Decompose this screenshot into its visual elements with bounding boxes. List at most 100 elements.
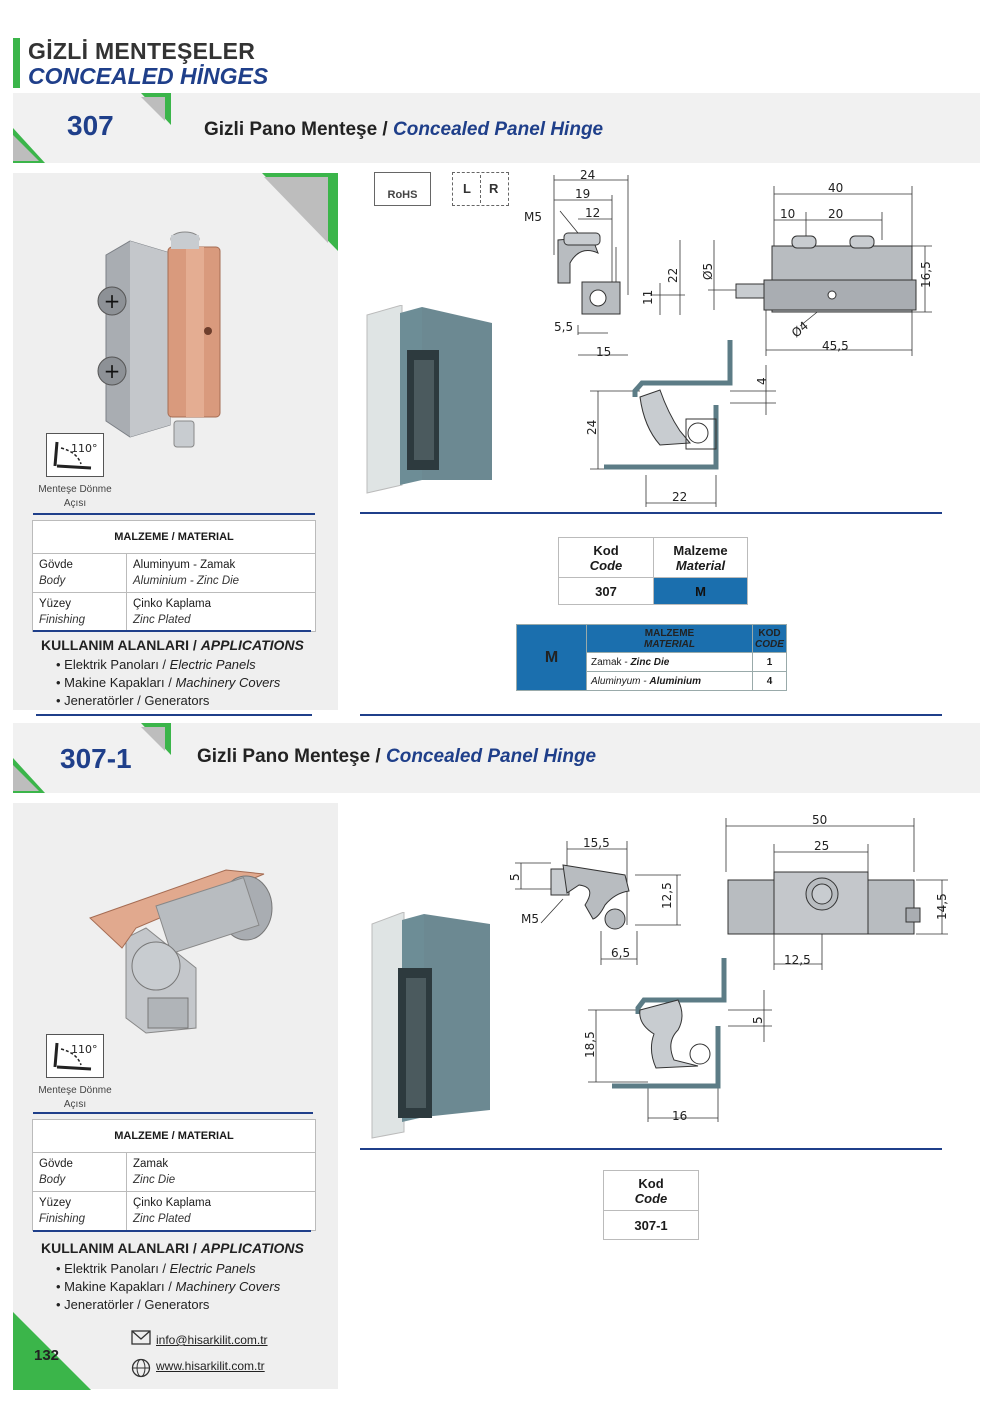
applications-title-en: APPLICATIONS [200, 1240, 304, 1256]
technical-drawing-side: 24 19 12 M5 22 11 5,5 15 [524, 168, 685, 359]
material-value: Çinko Kaplama [133, 1197, 211, 1209]
material-label-en: Finishing [39, 614, 86, 626]
dimension-label: Ø5 [701, 263, 715, 280]
dimension-label: 5 [508, 873, 522, 881]
installation-illustration [366, 305, 492, 494]
divider [360, 512, 942, 514]
material-table-header: MALZEME / MATERIAL [32, 520, 316, 554]
application-en: Generators [144, 693, 210, 708]
code-header: Kod [593, 542, 619, 558]
dimension-label: 11 [641, 290, 655, 305]
divider [33, 630, 311, 632]
dimension-label: 12,5 [784, 953, 811, 967]
installation-illustration [371, 912, 490, 1139]
dimension-label: 24 [585, 420, 599, 435]
application-en: Machinery Covers [175, 675, 281, 690]
dimension-label: 15 [596, 345, 611, 359]
divider [360, 1148, 942, 1150]
globe-icon [131, 1358, 151, 1383]
right-label: R [489, 181, 499, 196]
technical-drawing-side: 15,5 5 12,5 M5 6,5 [508, 836, 681, 965]
corner-decoration [13, 93, 171, 163]
application-en: Machinery Covers [175, 1279, 281, 1294]
legend-material: Zamak - [591, 656, 628, 668]
application-en: Electric Panels [169, 1261, 256, 1276]
code-header-en: Code [634, 1190, 668, 1206]
corner-decoration [13, 723, 171, 793]
material-header-en: Material [675, 557, 726, 573]
product-title: Gizli Pano Menteşe / Concealed Panel Hin… [204, 119, 603, 141]
rohs-label: RoHS [387, 189, 418, 201]
applications-title: KULLANIM ALANLARI / APPLICATIONS [41, 637, 304, 653]
product-code-cell: 307 [558, 577, 654, 605]
legend-material-en: Zinc Die [630, 656, 670, 668]
dimension-label: 4 [755, 377, 769, 385]
dimension-label: 25 [814, 839, 829, 853]
technical-drawing-top: 50 25 14,5 12,5 [725, 813, 949, 970]
legend-material: Aluminyum - [591, 675, 647, 687]
dimension-label: 45,5 [822, 339, 849, 353]
website-link[interactable]: www.hisarkilit.com.tr [156, 1359, 265, 1373]
list-item: • Makine Kapakları / Machinery Covers [56, 1279, 281, 1294]
product-title-tr: Gizli Pano Menteşe / [197, 746, 381, 767]
legend-code: 4 [752, 671, 787, 691]
applications-title-en: APPLICATIONS [200, 637, 304, 653]
material-value-en: Zinc Plated [133, 1213, 191, 1225]
page-number: 132 [34, 1347, 60, 1364]
dimension-label: 22 [672, 490, 687, 504]
material-label: Yüzey [39, 598, 71, 610]
application-en: Generators [144, 1297, 210, 1312]
application-tr: Elektrik Panoları / [64, 1261, 167, 1276]
applications-list: • Elektrik Panoları / Electric Panels • … [56, 1260, 280, 1314]
application-tr: Elektrik Panoları / [64, 657, 167, 672]
email-link[interactable]: info@hisarkilit.com.tr [156, 1333, 268, 1347]
page-title-en: CONCEALED HİNGES [28, 63, 269, 89]
material-legend-key: M [516, 624, 587, 691]
material-value: Çinko Kaplama [133, 598, 211, 610]
table-row: 307 M [558, 577, 748, 605]
table-row: Aluminyum - Aluminium 4 [517, 671, 787, 691]
application-tr: Jeneratörler / [64, 693, 141, 708]
material-header: Malzeme [673, 542, 728, 558]
list-item: • Jeneratörler / Generators [56, 1297, 210, 1312]
dimension-label: 10 [780, 207, 795, 221]
divider [36, 714, 312, 716]
material-code-cell: M [653, 577, 748, 605]
list-item: • Jeneratörler / Generators [56, 693, 210, 708]
rotation-angle-caption: Menteşe Dönme Açısı [38, 1085, 112, 1110]
legend-header: MALZEME [644, 627, 695, 639]
dimension-label: 12 [585, 206, 600, 220]
dimension-label: 40 [828, 181, 843, 195]
applications-title-tr: KULLANIM ALANLARI / [41, 637, 197, 653]
left-label: L [463, 181, 471, 196]
mail-icon [131, 1328, 151, 1351]
material-label-en: Body [39, 1174, 66, 1186]
divider [33, 513, 315, 515]
dimension-label: 16 [672, 1109, 687, 1123]
rotation-angle-value: 110° [71, 442, 98, 455]
code-header: Kod [638, 1175, 664, 1191]
dimension-label: 50 [812, 813, 827, 827]
product-code: 307 [67, 110, 114, 141]
product-title-tr: Gizli Pano Menteşe / [204, 119, 388, 140]
code-header-en: Code [589, 557, 623, 573]
dimension-label: 5,5 [554, 320, 573, 334]
product-title-en: Concealed Panel Hinge [386, 746, 597, 767]
dimension-label: 14,5 [935, 893, 949, 920]
application-tr: Jeneratörler / [64, 1297, 141, 1312]
material-label: Yüzey [39, 1197, 71, 1209]
product-band-307-1 [13, 723, 980, 793]
material-label: Gövde [39, 1158, 73, 1170]
product-band-307 [13, 93, 980, 163]
product-title-en: Concealed Panel Hinge [393, 119, 604, 140]
list-item: • Elektrik Panoları / Electric Panels [56, 657, 256, 672]
product-code: 307-1 [60, 743, 132, 774]
dimension-label: Ø4 [789, 319, 811, 341]
